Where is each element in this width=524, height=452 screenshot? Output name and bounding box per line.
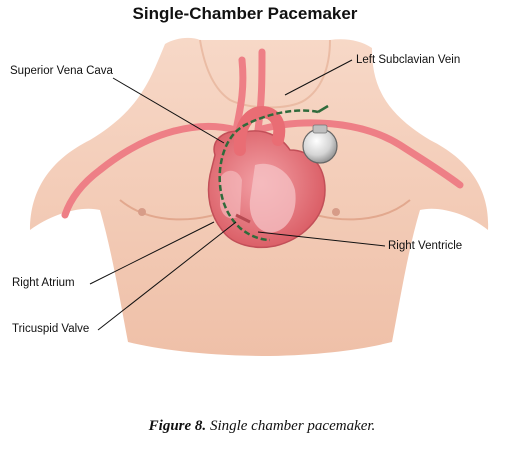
label-right-ventricle: Right Ventricle (388, 240, 463, 252)
figure-caption: Figure 8. Single chamber pacemaker. (0, 418, 524, 435)
label-tricuspid-valve: Tricuspid Valve (12, 323, 90, 335)
diagram-title: Single-Chamber Pacemaker (132, 4, 358, 23)
pacing-lead (218, 109, 319, 242)
caption-text: Single chamber pacemaker. (209, 418, 376, 434)
right-nipple-mark (332, 208, 340, 216)
caption-prefix: Figure 8. (148, 418, 207, 434)
label-right-atrium: Right Atrium (12, 277, 75, 289)
heart (207, 105, 326, 249)
label-superior-vena-cava: Superior Vena Cava (10, 65, 113, 77)
left-nipple-mark (138, 208, 146, 216)
pacemaker-device (302, 124, 338, 164)
label-left-subclavian-vein: Left Subclavian Vein (356, 54, 461, 66)
leader-lines (89, 59, 386, 331)
